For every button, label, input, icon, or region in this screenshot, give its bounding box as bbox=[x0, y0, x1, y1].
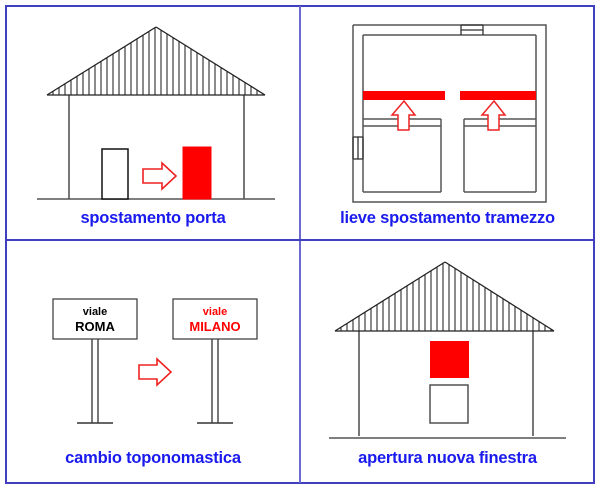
perimeter-walls bbox=[352, 24, 547, 203]
vertical-divider bbox=[299, 6, 301, 483]
panel-caption-cambio-toponomastica: cambio toponomastica bbox=[65, 449, 241, 467]
panel-caption-spostamento-porta: spostamento porta bbox=[80, 209, 226, 227]
roof-hatching bbox=[340, 263, 552, 331]
panel-caption-apertura-nuova-finestra: apertura nuova finestra bbox=[358, 449, 537, 467]
sign-milano-line1: viale bbox=[203, 306, 227, 318]
central-vertical-partition bbox=[440, 126, 465, 192]
sign-roma-board bbox=[52, 298, 138, 340]
house-elevation-window-drawing bbox=[329, 261, 566, 439]
floor-plan-drawing bbox=[352, 24, 547, 203]
panel-apertura-nuova-finestra: apertura nuova finestra bbox=[301, 241, 594, 483]
sign-roma-line1: viale bbox=[83, 306, 107, 318]
sign-milano-group: viale MILANO bbox=[172, 298, 258, 424]
sign-roma-line2: ROMA bbox=[75, 319, 115, 334]
new-partition-left-bar bbox=[363, 91, 445, 100]
new-door-rect bbox=[182, 146, 212, 200]
house-elevation-door-drawing bbox=[37, 26, 275, 200]
change-arrow-right-icon bbox=[138, 357, 173, 387]
existing-partition-wall bbox=[363, 118, 536, 127]
sign-milano-line2: MILANO bbox=[189, 319, 240, 334]
roof-group bbox=[46, 26, 266, 96]
panel-spostamento-porta: spostamento porta bbox=[7, 7, 299, 239]
move-arrow-up-right-icon bbox=[480, 99, 507, 131]
roof-group bbox=[334, 261, 555, 332]
roof-slope-left bbox=[46, 26, 157, 96]
roof-slope-right bbox=[155, 26, 266, 96]
roof-hatching bbox=[52, 27, 264, 95]
panel-lieve-spostamento-tramezzo: lieve spostamento tramezzo bbox=[301, 7, 594, 239]
existing-door-rect bbox=[101, 148, 129, 200]
panel-cambio-toponomastica: viale ROMA viale MILANO cambio toponomas… bbox=[7, 241, 299, 483]
window-top-wall-icon bbox=[460, 24, 484, 36]
sign-roma-group: viale ROMA bbox=[52, 298, 138, 424]
existing-window-rect bbox=[429, 384, 469, 424]
new-partition-right-bar bbox=[460, 91, 536, 100]
horizontal-divider bbox=[6, 239, 594, 241]
roof-slope-right bbox=[444, 261, 555, 332]
move-arrow-up-left-icon bbox=[390, 99, 417, 131]
panel-caption-lieve-spostamento-tramezzo: lieve spostamento tramezzo bbox=[340, 209, 555, 227]
window-left-wall-icon bbox=[352, 136, 364, 160]
move-arrow-right-icon bbox=[142, 161, 178, 191]
new-window-rect bbox=[430, 341, 469, 378]
roof-slope-left bbox=[334, 261, 446, 332]
street-sign-drawing: viale ROMA viale MILANO bbox=[52, 298, 258, 424]
sign-milano-board bbox=[172, 298, 258, 340]
